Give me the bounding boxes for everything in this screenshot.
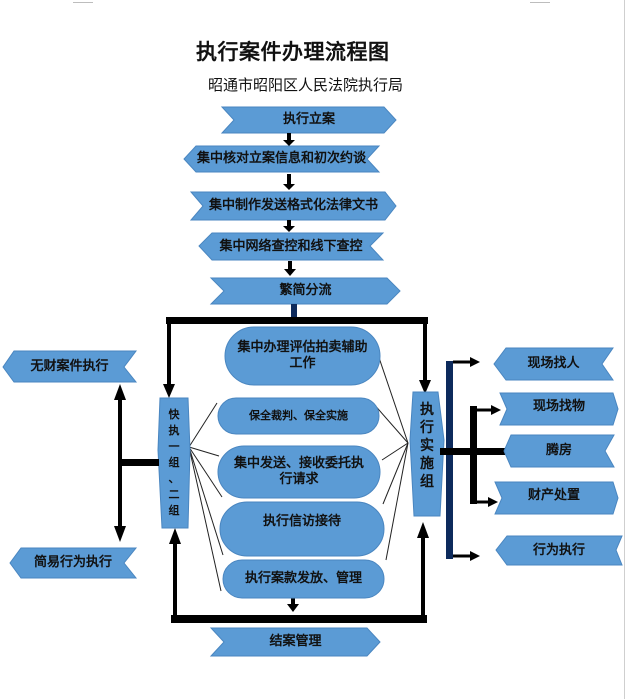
top-distribution-bar [166,317,428,324]
output-simple-behavior-shape[interactable] [9,547,138,579]
output-find-person-shape[interactable] [493,347,614,381]
output-vacate-shape[interactable] [503,434,615,468]
right-bracket [446,361,453,559]
step-arrows [283,133,296,276]
arrow-up-right-group [417,522,429,538]
triage-connector [291,304,297,318]
arrow-to-no-asset [114,384,126,400]
step-documents-shape[interactable] [189,191,397,221]
page-corner-mark-right [530,2,550,3]
page-corner-mark-left [73,2,93,3]
left-branch-bar [118,459,159,466]
step-inquiry-shape[interactable] [198,232,385,261]
step-triage-shape[interactable] [209,277,401,305]
page-edge [624,0,625,699]
left-group-shape[interactable] [157,397,191,529]
task-payment-management-shape[interactable] [222,559,385,599]
task-entrusted-requests-shape[interactable] [217,445,381,499]
arrow-up-left-group [169,528,181,544]
output-behavior-shape[interactable] [495,535,623,566]
task-preservation-shape[interactable] [217,397,380,435]
output-no-asset-shape[interactable] [2,350,138,383]
page-subtitle: 昭通市昭阳区人民法院执行局 [208,76,404,94]
step-close-case-shape[interactable] [209,627,381,657]
output-asset-disposal-shape[interactable] [494,481,619,515]
page-title: 执行案件办理流程图 [196,39,390,64]
task-appraisal-auction-shape[interactable] [224,326,381,386]
output-find-property-shape[interactable] [499,392,619,426]
left-fan-lines [188,402,224,592]
step-verify-shape[interactable] [183,145,381,173]
bottom-collect-bar [171,615,427,623]
step-filing-shape[interactable] [220,106,397,134]
task-petition-reception-shape[interactable] [219,501,385,557]
right-group-shape[interactable] [409,391,445,517]
arrow-to-simple-behavior [114,526,126,542]
